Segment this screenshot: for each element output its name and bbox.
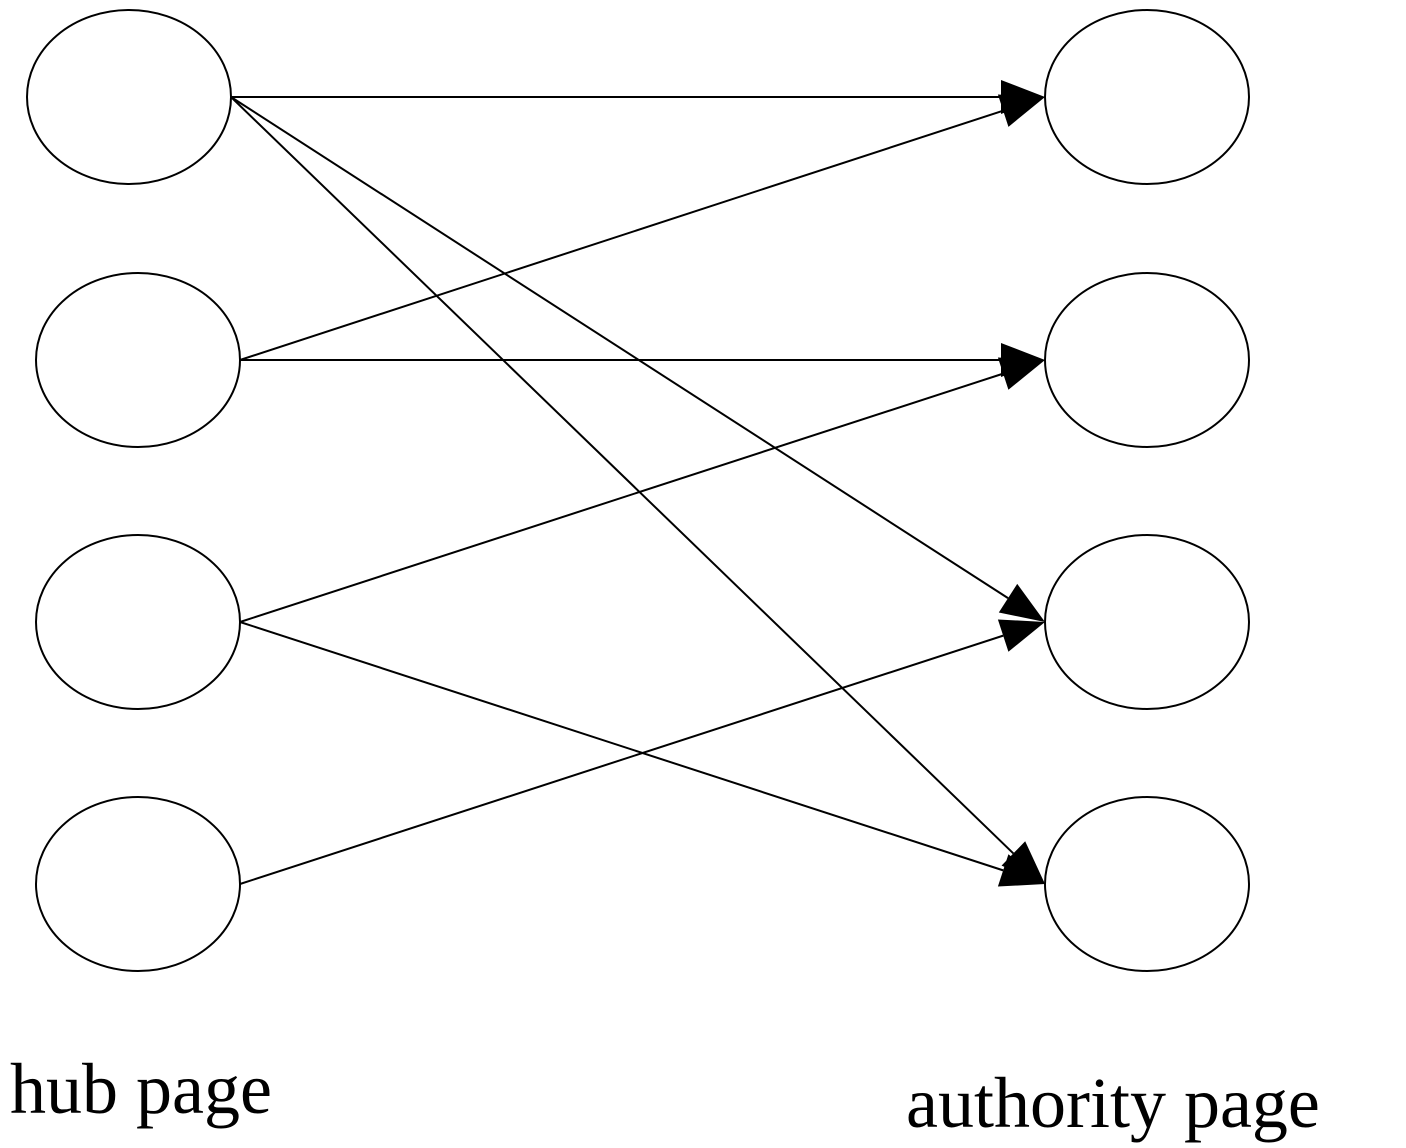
arrowhead-hub-2-to-authority-1: [997, 94, 1045, 127]
arrowhead-hub-3-to-authority-4: [997, 854, 1045, 887]
hub-4-node: [35, 796, 241, 972]
edge-hub-1-to-authority-3: [230, 96, 1009, 599]
edge-hub-3-to-authority-4: [239, 621, 1004, 872]
authority-1-node: [1044, 9, 1250, 185]
hub-1-node: [26, 9, 232, 185]
edges-layer: [230, 80, 1045, 887]
edge-hub-1-to-authority-4: [230, 96, 1015, 855]
edge-hub-4-to-authority-3: [239, 634, 1004, 885]
authority-4-node: [1044, 796, 1250, 972]
edge-hub-3-to-authority-2: [239, 372, 1004, 623]
edge-hub-2-to-authority-1: [239, 109, 1004, 361]
hub-3-node: [35, 534, 241, 710]
authority-page-label: authority page: [906, 1063, 1320, 1143]
arrowhead-hub-4-to-authority-3: [997, 619, 1045, 652]
authority-3-node: [1044, 534, 1250, 710]
nodes-layer: [26, 9, 1250, 972]
arrowhead-hub-3-to-authority-2: [997, 357, 1045, 390]
arrowhead-hub-1-to-authority-3: [998, 583, 1045, 622]
arrowhead-hub-1-to-authority-4: [1001, 841, 1045, 884]
hub-page-label: hub page: [10, 1049, 272, 1129]
authority-2-node: [1044, 272, 1250, 448]
hub-2-node: [35, 272, 241, 448]
